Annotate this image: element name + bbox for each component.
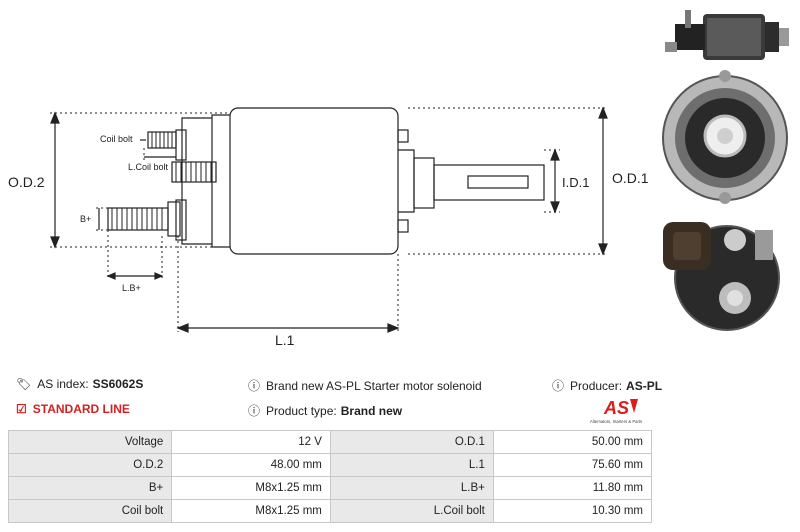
- checkbox-icon: ☑: [16, 402, 27, 416]
- info-icon: ⓘ: [248, 404, 261, 418]
- spec-label: B+: [7, 476, 173, 500]
- od2-label: O.D.2: [8, 174, 45, 190]
- standard-line: ☑ STANDARD LINE: [16, 402, 130, 416]
- coil-terminal-base: [175, 129, 187, 161]
- producer-value: AS-PL: [626, 378, 663, 393]
- spec-value: 75.60 mm: [492, 453, 653, 477]
- info-icon: ⓘ: [552, 379, 565, 393]
- product-photo-side: [665, 10, 789, 60]
- specs-table: Voltage 12 V O.D.1 50.00 mm O.D.2 48.00 …: [7, 430, 653, 523]
- as-index-value: SS6062S: [92, 377, 144, 391]
- coil-nut-block: [171, 161, 217, 183]
- product-type: ⓘ Product type: Brand new: [248, 402, 402, 419]
- coil-bolt-label: Coil bolt: [100, 134, 133, 144]
- table-row: Coil bolt M8x1.25 mm L.Coil bolt 10.30 m…: [7, 499, 653, 523]
- front-stud-bottom: [397, 219, 409, 233]
- spec-label: O.D.2: [7, 453, 173, 477]
- spec-value: M8x1.25 mm: [171, 499, 331, 523]
- description: ⓘ Brand new AS-PL Starter motor solenoid: [248, 377, 482, 394]
- standard-line-label: STANDARD LINE: [32, 402, 130, 416]
- logo-tagline: Alternators, Starters & Parts: [590, 419, 642, 424]
- tag-icon: 🏷︎: [16, 377, 32, 391]
- l1-label: L.1: [275, 332, 295, 348]
- spec-label: L.1: [329, 453, 494, 477]
- plunger-slot: [467, 175, 529, 189]
- producer-label: Producer:: [570, 378, 623, 393]
- spec-value: M8x1.25 mm: [171, 476, 331, 500]
- lbplus-label: L.B+: [122, 283, 141, 293]
- lcoil-bolt-label: L.Coil bolt: [128, 162, 169, 172]
- description-text: Brand new AS-PL Starter motor solenoid: [266, 378, 482, 393]
- rear-bracket: [181, 117, 212, 245]
- logo-mark: AS: [603, 398, 629, 418]
- bplus-nut: [167, 201, 181, 237]
- id1-label: I.D.1: [562, 175, 589, 190]
- info-icon: ⓘ: [248, 379, 261, 393]
- as-index-label: AS index:: [37, 377, 89, 391]
- spec-label: Voltage: [7, 430, 173, 454]
- plunger-collar: [413, 157, 435, 209]
- spec-value: 10.30 mm: [492, 499, 653, 523]
- coil-bolt: [147, 131, 177, 149]
- product-photo-front: [662, 70, 788, 204]
- od1-label: O.D.1: [612, 170, 649, 186]
- spec-label: O.D.1: [329, 430, 494, 454]
- table-row: O.D.2 48.00 mm L.1 75.60 mm: [7, 453, 653, 477]
- spec-label: Coil bolt: [7, 499, 173, 523]
- plunger: [433, 164, 545, 201]
- spec-value: 11.80 mm: [492, 476, 653, 500]
- product-photo-rear: [663, 222, 780, 331]
- solenoid-body: [229, 107, 399, 255]
- bplus-label: B+: [80, 214, 91, 224]
- technical-drawing: O.D.2 O.D.1 I.D.1 L.1 Coil bolt L.Coil b…: [8, 106, 649, 348]
- spec-value: 50.00 mm: [492, 430, 653, 454]
- table-row: Voltage 12 V O.D.1 50.00 mm: [7, 430, 653, 454]
- bplus-terminal-base: [175, 199, 187, 241]
- table-row: B+ M8x1.25 mm L.B+ 11.80 mm: [7, 476, 653, 500]
- front-stud-top: [397, 129, 409, 143]
- producer: ⓘ Producer: AS-PL: [552, 377, 662, 394]
- rear-cap: [211, 114, 230, 248]
- product-type-value: Brand new: [340, 403, 403, 418]
- spec-value: 12 V: [171, 430, 331, 454]
- spec-value: 48.00 mm: [171, 453, 331, 477]
- as-index: 🏷︎ AS index: SS6062S: [16, 377, 143, 391]
- front-flange: [398, 149, 415, 213]
- spec-label: L.B+: [329, 476, 494, 500]
- as-pl-logo: AS Alternators, Starters & Parts: [590, 398, 642, 424]
- spec-label: L.Coil bolt: [329, 499, 494, 523]
- product-type-label: Product type:: [266, 403, 337, 418]
